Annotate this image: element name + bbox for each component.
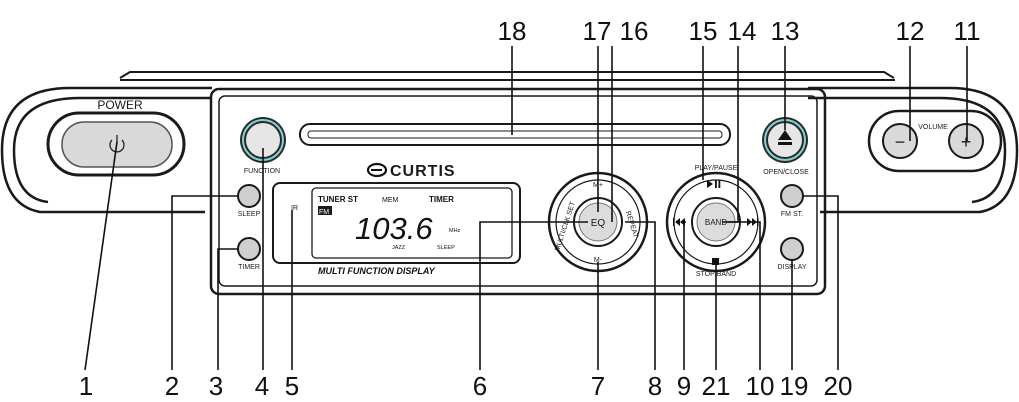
- lcd-timer: TIMER: [429, 195, 454, 204]
- open-close-label: OPEN/CLOSE: [763, 169, 809, 176]
- callout-4: 4: [255, 371, 269, 401]
- sleep-button[interactable]: [237, 184, 261, 208]
- eject-icon: [778, 130, 792, 145]
- callout-20: 20: [824, 371, 853, 401]
- callout-13: 13: [771, 16, 800, 46]
- display-caption: MULTI FUNCTION DISPLAY: [318, 266, 436, 276]
- volume-up-button[interactable]: [948, 123, 984, 159]
- volume-down-button[interactable]: [882, 123, 918, 159]
- eq-label: EQ: [591, 218, 606, 229]
- fm-st-button[interactable]: [780, 184, 804, 208]
- volume-label: VOLUME: [918, 124, 948, 131]
- callout-12: 12: [896, 16, 925, 46]
- band-label: BAND: [705, 218, 727, 227]
- curtis-logo: [366, 162, 388, 178]
- lcd-screen: [311, 187, 513, 259]
- timer-label: TIMER: [238, 264, 260, 271]
- fm-st-label: FM ST.: [781, 211, 803, 218]
- callout-lines: [84, 46, 968, 371]
- brand-name: CURTIS: [390, 163, 456, 180]
- callout-8: 8: [648, 371, 662, 401]
- play-pause-label: PLAY/PAUSE: [695, 165, 738, 172]
- callout-1: 1: [79, 371, 93, 401]
- power-button-bezel: [46, 111, 186, 177]
- callout-5: 5: [285, 371, 299, 401]
- callout-3: 3: [209, 371, 223, 401]
- lcd-jazz: JAZZ: [392, 245, 406, 251]
- callout-2: 2: [165, 371, 179, 401]
- callout-17: 17: [583, 16, 612, 46]
- callout-14: 14: [728, 16, 757, 46]
- callout-6: 6: [473, 371, 487, 401]
- power-icon: [109, 135, 125, 153]
- callout-7: 7: [591, 371, 605, 401]
- lcd-frequency: 103.6: [355, 211, 433, 246]
- play-pause-icon[interactable]: [707, 180, 721, 188]
- stop-icon[interactable]: [712, 258, 719, 265]
- timer-button[interactable]: [237, 237, 261, 261]
- sleep-label: SLEEP: [238, 211, 261, 218]
- callout-19: 19: [780, 371, 809, 401]
- callout-9: 9: [677, 371, 691, 401]
- callout-11: 11: [954, 16, 981, 46]
- function-button[interactable]: [246, 123, 280, 157]
- power-label: POWER: [97, 98, 143, 112]
- lcd-tuner-st: TUNER ST: [318, 195, 358, 204]
- display-button[interactable]: [780, 237, 804, 261]
- function-label: FUNCTION: [244, 168, 280, 175]
- volume-bezel: [867, 109, 1003, 173]
- lcd-mem: MEM: [382, 197, 399, 204]
- volume-down-label: −: [895, 132, 906, 152]
- repeat-label[interactable]: REPEAT: [624, 210, 639, 239]
- callout-16: 16: [620, 16, 649, 46]
- cd-slot[interactable]: [299, 123, 731, 146]
- display-bezel: [272, 182, 521, 264]
- callout-21: 21: [702, 371, 731, 401]
- callout-10: 10: [746, 371, 775, 401]
- m-minus-label[interactable]: M-: [594, 257, 603, 264]
- device-body: [0, 71, 1019, 296]
- ir-label: IR: [291, 205, 298, 212]
- lcd-fm: FM: [319, 209, 329, 216]
- volume-up-label: +: [961, 132, 972, 152]
- lcd-sleep: SLEEP: [437, 245, 455, 251]
- callout-18: 18: [498, 16, 527, 46]
- callout-15: 15: [689, 16, 718, 46]
- lcd-unit: MHz: [449, 228, 461, 234]
